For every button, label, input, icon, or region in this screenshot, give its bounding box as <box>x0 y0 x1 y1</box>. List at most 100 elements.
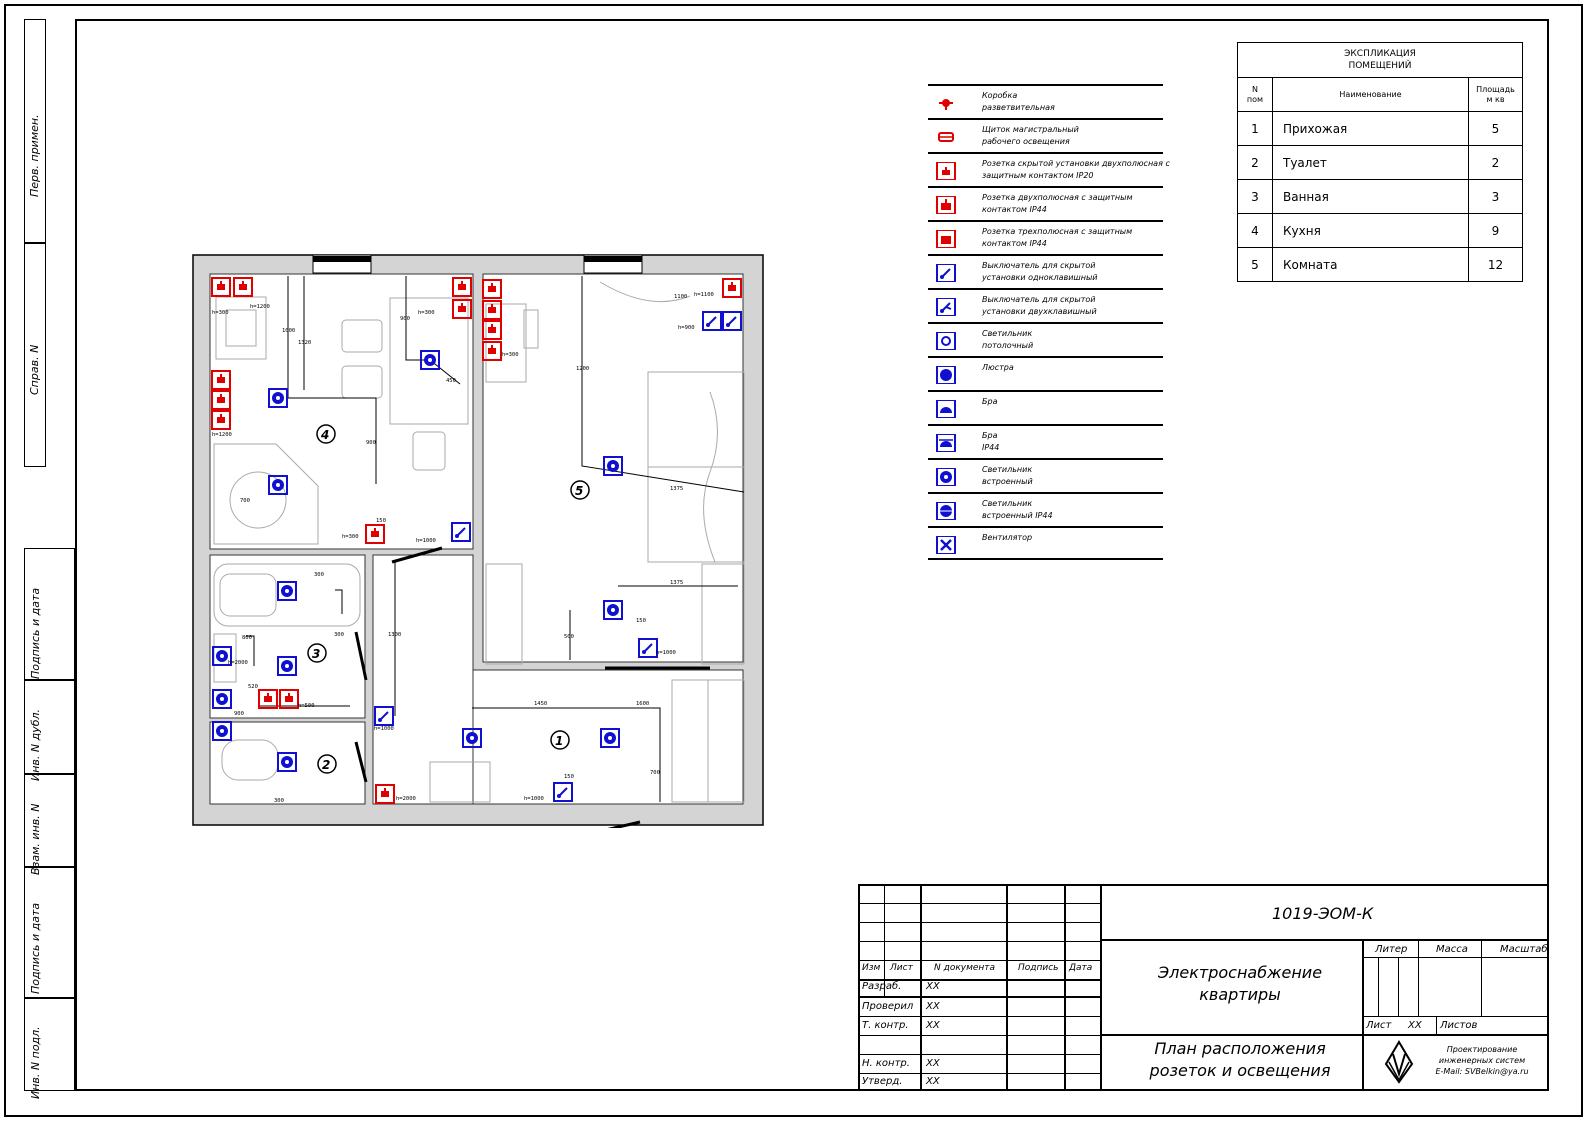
side-stamp-2 <box>24 243 46 467</box>
document-code: 1019-ЭОМ-К <box>1272 904 1374 923</box>
room-name: Комната <box>1272 247 1469 282</box>
legend-text: Розетка трехполюсная с защитным контакто… <box>982 227 1133 248</box>
dim-16: h=900 <box>678 325 695 331</box>
dim-30: 1300 <box>388 632 401 638</box>
dim-12: 150 <box>376 518 386 524</box>
tb-v6 <box>884 980 885 996</box>
dim-3: h=300 <box>418 310 435 316</box>
dim-38: h=1000 <box>524 796 544 802</box>
tb-h1 <box>858 903 1101 904</box>
tb-h14 <box>1362 1016 1549 1017</box>
col-header-change: Изм <box>862 963 881 973</box>
dim-19: 1375 <box>670 486 683 492</box>
dim-2: h=300 <box>212 310 229 316</box>
chandelier-icon <box>936 366 956 384</box>
tb-h9 <box>858 1054 1101 1055</box>
legend-row: Светильник встроенный IP44 <box>928 492 1163 526</box>
switch-single-icon <box>936 264 956 282</box>
side-stamp-text-1: Перв. примен. <box>28 114 41 197</box>
room-area: 5 <box>1468 111 1523 146</box>
col-header-sign: Подпись <box>1018 963 1059 973</box>
wall-lamp-ip44-icon <box>936 434 956 452</box>
dim-13: h=1000 <box>416 538 436 544</box>
legend-row: Розетка скрытой установки двухполюсная с… <box>928 152 1170 186</box>
room-area: 3 <box>1468 179 1523 214</box>
side-stamp-text-6: Подпись и дата <box>29 902 42 994</box>
sheet-label: Лист <box>1366 1020 1392 1031</box>
tb-v11 <box>1398 957 1399 1016</box>
role-tech-control: Т. контр. <box>862 1020 909 1031</box>
sheet-inner-frame <box>75 19 1549 1091</box>
side-stamp-text-3: Подпись и дата <box>29 587 42 679</box>
tb-h6 <box>858 996 1101 998</box>
room-number-5: 5 <box>575 484 583 498</box>
ceiling-light-icon <box>936 332 956 350</box>
room-area: 2 <box>1468 145 1523 180</box>
legend-row: Розетка трехполюсная с защитным контакто… <box>928 220 1163 254</box>
dim-39: 700 <box>650 770 660 776</box>
tb-v9 <box>1481 939 1482 1017</box>
legend-text: Бра <box>982 397 998 406</box>
legend-row: Выключатель для скрытой установки однокл… <box>928 254 1163 288</box>
tb-v5 <box>1100 884 1102 1091</box>
legend-row: Люстра <box>928 356 1163 390</box>
side-stamp-text-5: Взам. инв. N <box>29 803 42 875</box>
recessed-light-icon <box>936 468 956 486</box>
tb-h8 <box>858 1035 1101 1036</box>
tb-v8 <box>1418 939 1419 1017</box>
dim-36: 1600 <box>636 701 649 707</box>
room-number-3: 3 <box>312 647 320 661</box>
dim-25: 800 <box>242 635 252 641</box>
legend-row: Выключатель для скрытой установки двухкл… <box>928 288 1163 322</box>
sheet-value: ХХ <box>1408 1020 1422 1031</box>
legend-text: Люстра <box>982 363 1014 372</box>
room-num: 2 <box>1237 145 1273 180</box>
dim-5: 1320 <box>298 340 311 346</box>
side-stamp-7 <box>24 998 75 1091</box>
room-num: 3 <box>1237 179 1273 214</box>
sheet-title: План расположения розеток и освещения <box>1149 1039 1331 1080</box>
legend-row: Светильник потолочный <box>928 322 1163 356</box>
room-name: Прихожая <box>1272 111 1469 146</box>
legend-text: Коробка разветвительная <box>982 91 1055 112</box>
room-name: Кухня <box>1272 213 1469 248</box>
side-stamp-5 <box>24 774 75 867</box>
tb-v3 <box>1006 884 1008 1091</box>
tb-h11 <box>1100 939 1549 941</box>
dim-29: h=500 <box>298 703 315 709</box>
window-living-glass <box>584 256 642 262</box>
side-stamp-6 <box>24 867 75 998</box>
dim-6: 900 <box>400 316 410 322</box>
room-number-4: 4 <box>320 428 329 442</box>
role-developer: Разраб. <box>862 981 902 992</box>
furniture <box>213 281 745 803</box>
legend-text: Розетка двухполюсная с защитным контакто… <box>982 193 1133 214</box>
legend-text: Светильник потолочный <box>982 329 1034 350</box>
wiring-lines <box>246 276 745 802</box>
wall-lamp-icon <box>936 400 956 418</box>
tb-v4 <box>1064 884 1066 1091</box>
tb-h10 <box>858 1073 1101 1074</box>
dim-28: 520 <box>248 684 258 690</box>
side-stamp-4 <box>24 680 75 774</box>
side-stamp-column: Перв. примен. Справ. N Подпись и дата Ин… <box>24 19 75 1099</box>
side-stamp-text-7: Инв. N подл. <box>29 1026 42 1099</box>
tb-border-left <box>858 884 860 1091</box>
dim-37: 150 <box>564 774 574 780</box>
dim-31: 900 <box>234 711 244 717</box>
dim-26: 300 <box>334 632 344 638</box>
room-number-2: 2 <box>322 758 330 772</box>
socket-hidden-icon <box>936 162 956 180</box>
legend-row: Розетка двухполюсная с защитным контакто… <box>928 186 1163 220</box>
tb-h7 <box>858 1016 1101 1017</box>
dim-27: h=2000 <box>228 660 248 666</box>
side-stamp-text-2: Справ. N <box>28 344 41 395</box>
role-checked: Проверил <box>862 1001 914 1012</box>
object-name: Электроснабжение квартиры <box>1157 963 1323 1004</box>
legend-row: Бра IP44 <box>928 424 1163 458</box>
stage-header-mass: Масса <box>1436 944 1468 955</box>
room-area: 9 <box>1468 213 1523 248</box>
dim-17: h=300 <box>502 352 519 358</box>
